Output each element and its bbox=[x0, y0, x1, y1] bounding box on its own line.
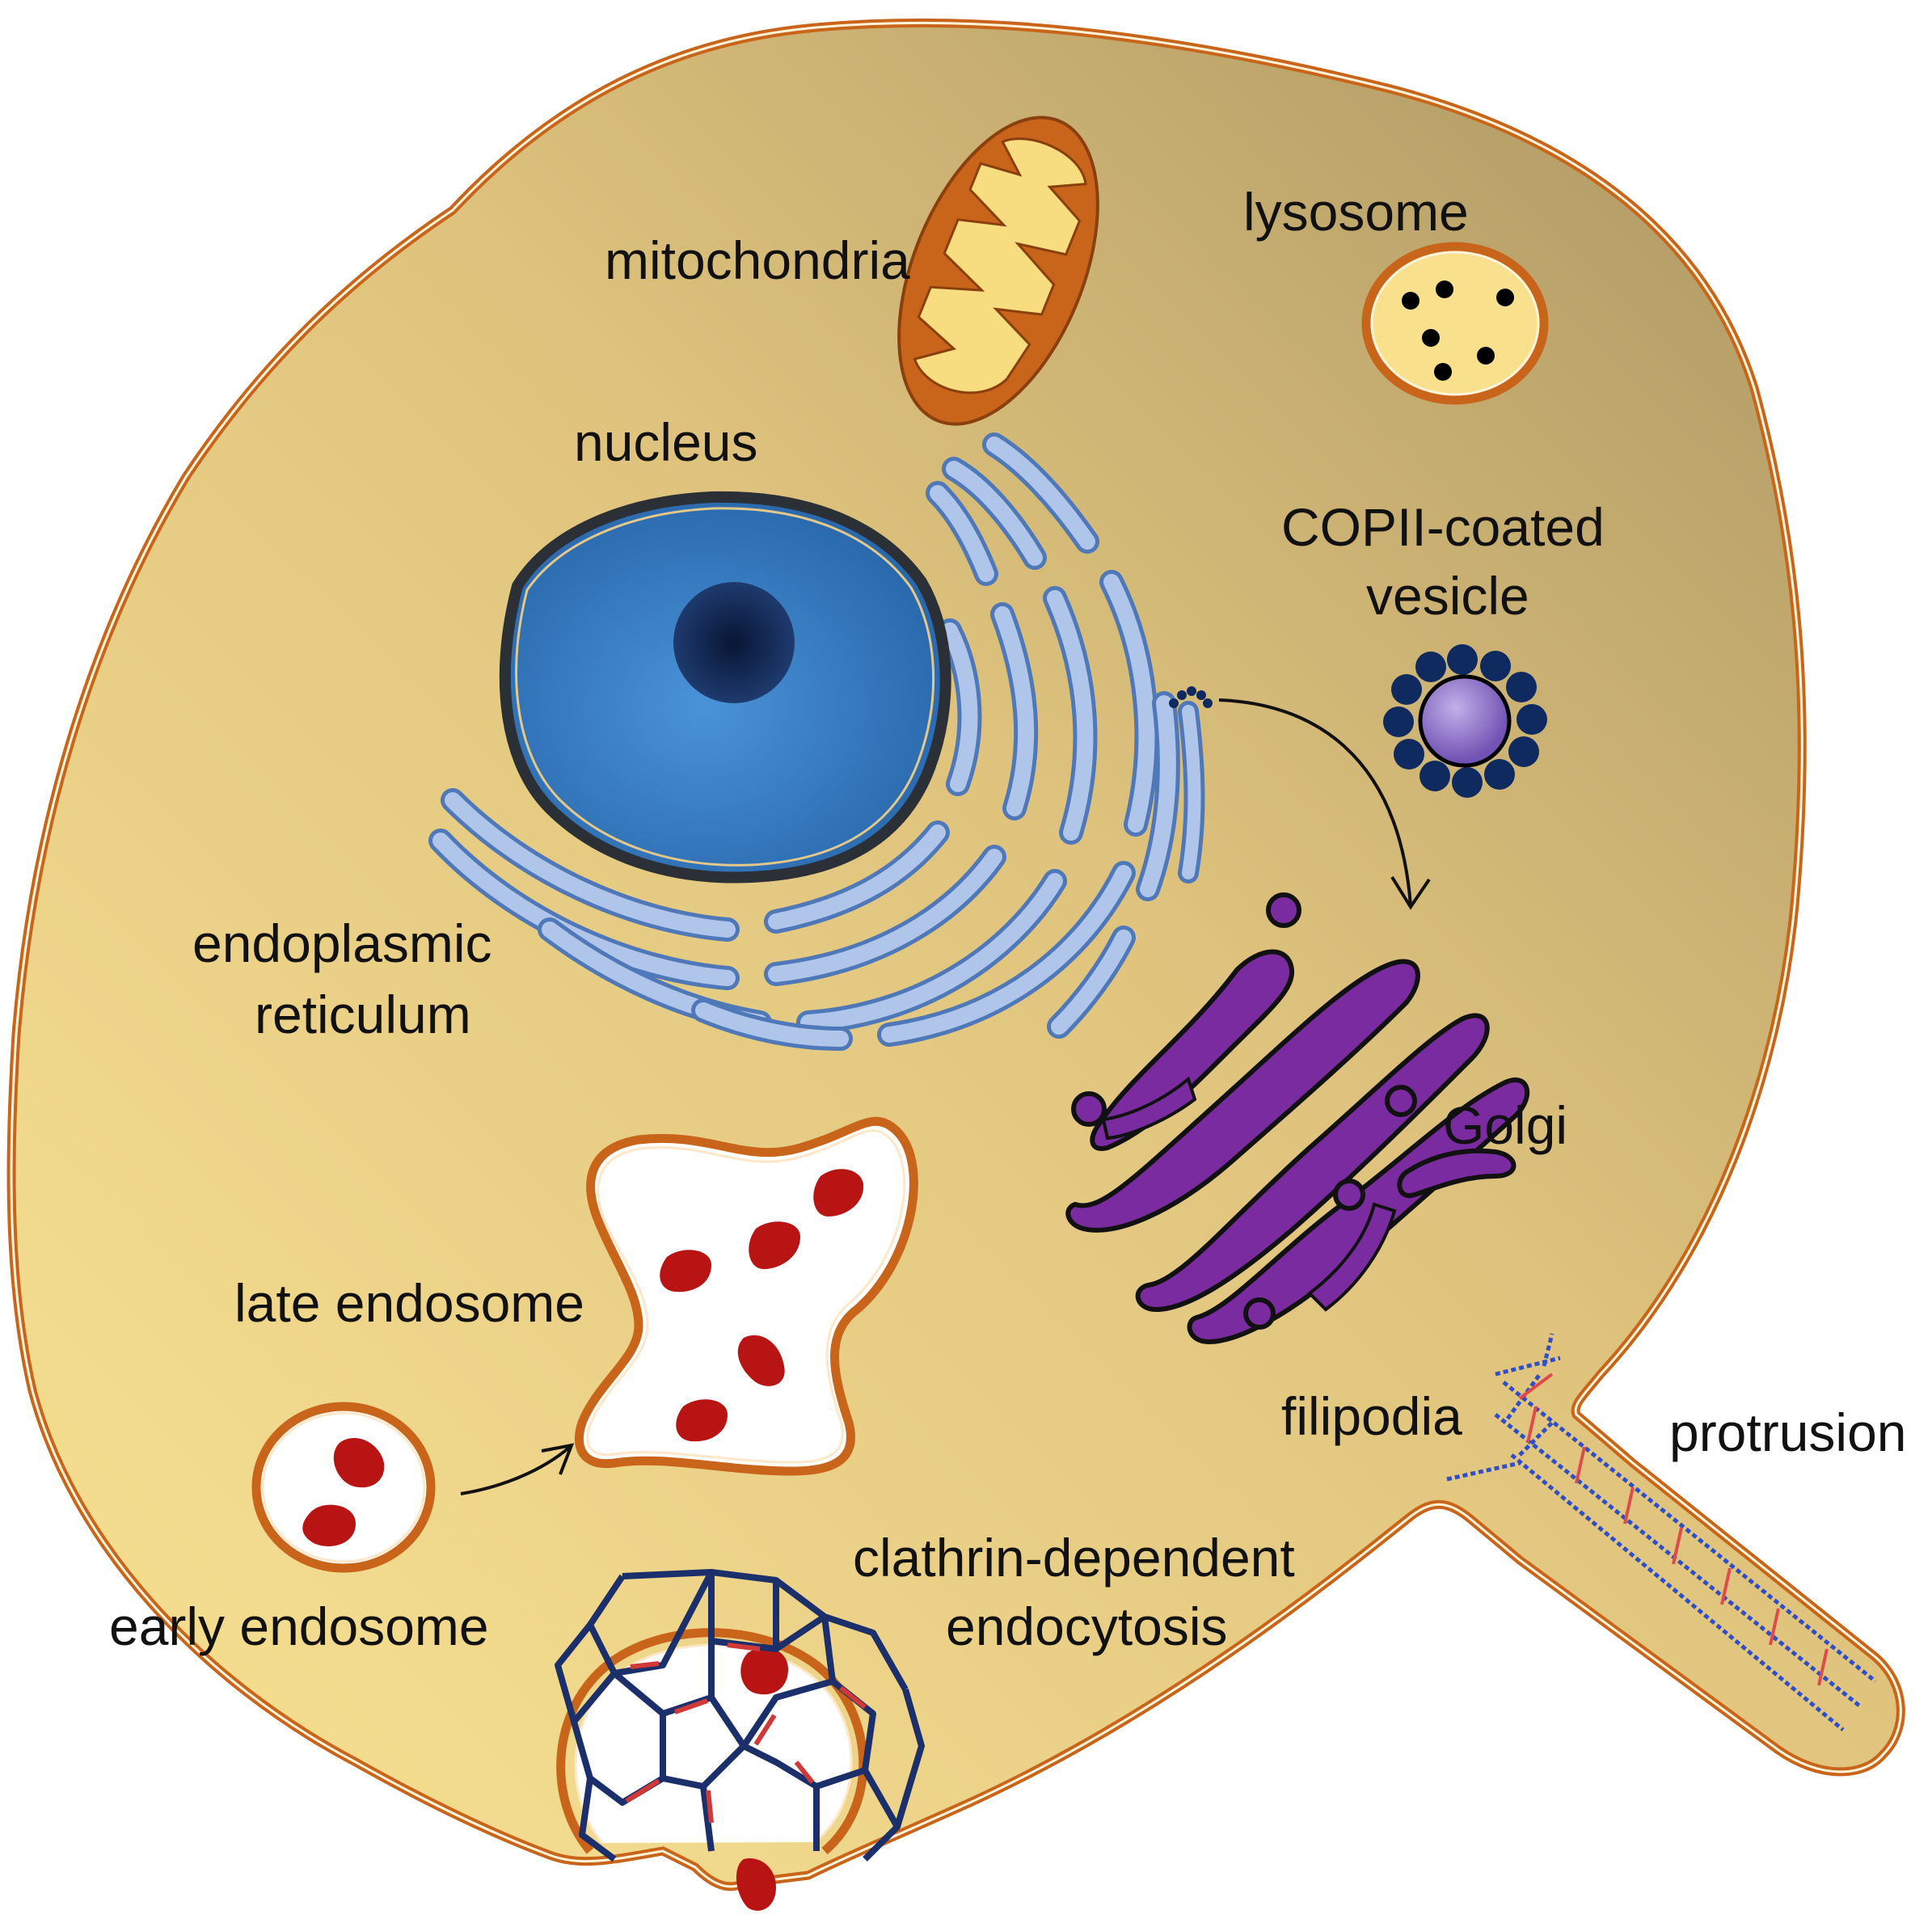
label-golgi: Golgi bbox=[1443, 1095, 1567, 1155]
clathrin-pit-icon bbox=[555, 1569, 925, 1911]
er-icon bbox=[428, 432, 1213, 1051]
actin-crosslinks bbox=[1518, 1373, 1829, 1686]
early-endosome-icon bbox=[251, 1402, 436, 1573]
label-er-line2: reticulum bbox=[255, 985, 471, 1044]
cell-body bbox=[6, 18, 1905, 1891]
mitochondrion-icon bbox=[897, 116, 1099, 426]
transport-arrow bbox=[1218, 698, 1431, 910]
label-copii-line1: COPII-coated bbox=[1281, 497, 1605, 557]
label-mitochondria: mitochondria bbox=[605, 230, 910, 290]
endosome-maturation-arrow bbox=[460, 1443, 575, 1495]
nucleus-icon bbox=[499, 491, 951, 883]
label-filipodia: filipodia bbox=[1281, 1386, 1462, 1446]
label-clathrin-line2: endocytosis bbox=[946, 1596, 1228, 1656]
lysosome-icon bbox=[1361, 242, 1549, 405]
label-copii-line2: vesicle bbox=[1366, 566, 1529, 626]
label-lysosome: lysosome bbox=[1243, 182, 1469, 242]
label-early-endosome: early endosome bbox=[109, 1596, 489, 1656]
late-endosome-icon bbox=[574, 1116, 918, 1476]
labels: mitochondria lysosome nucleus COPII-coat… bbox=[109, 182, 1907, 1656]
golgi-icon bbox=[1065, 892, 1530, 1345]
nucleolus bbox=[673, 582, 795, 703]
label-clathrin-line1: clathrin-dependent bbox=[853, 1528, 1295, 1588]
label-er-line1: endoplasmic bbox=[192, 913, 492, 973]
label-nucleus: nucleus bbox=[574, 412, 758, 472]
label-protrusion: protrusion bbox=[1669, 1402, 1907, 1462]
copii-vesicle-icon bbox=[1383, 644, 1547, 798]
label-late-endosome: late endosome bbox=[234, 1273, 584, 1333]
